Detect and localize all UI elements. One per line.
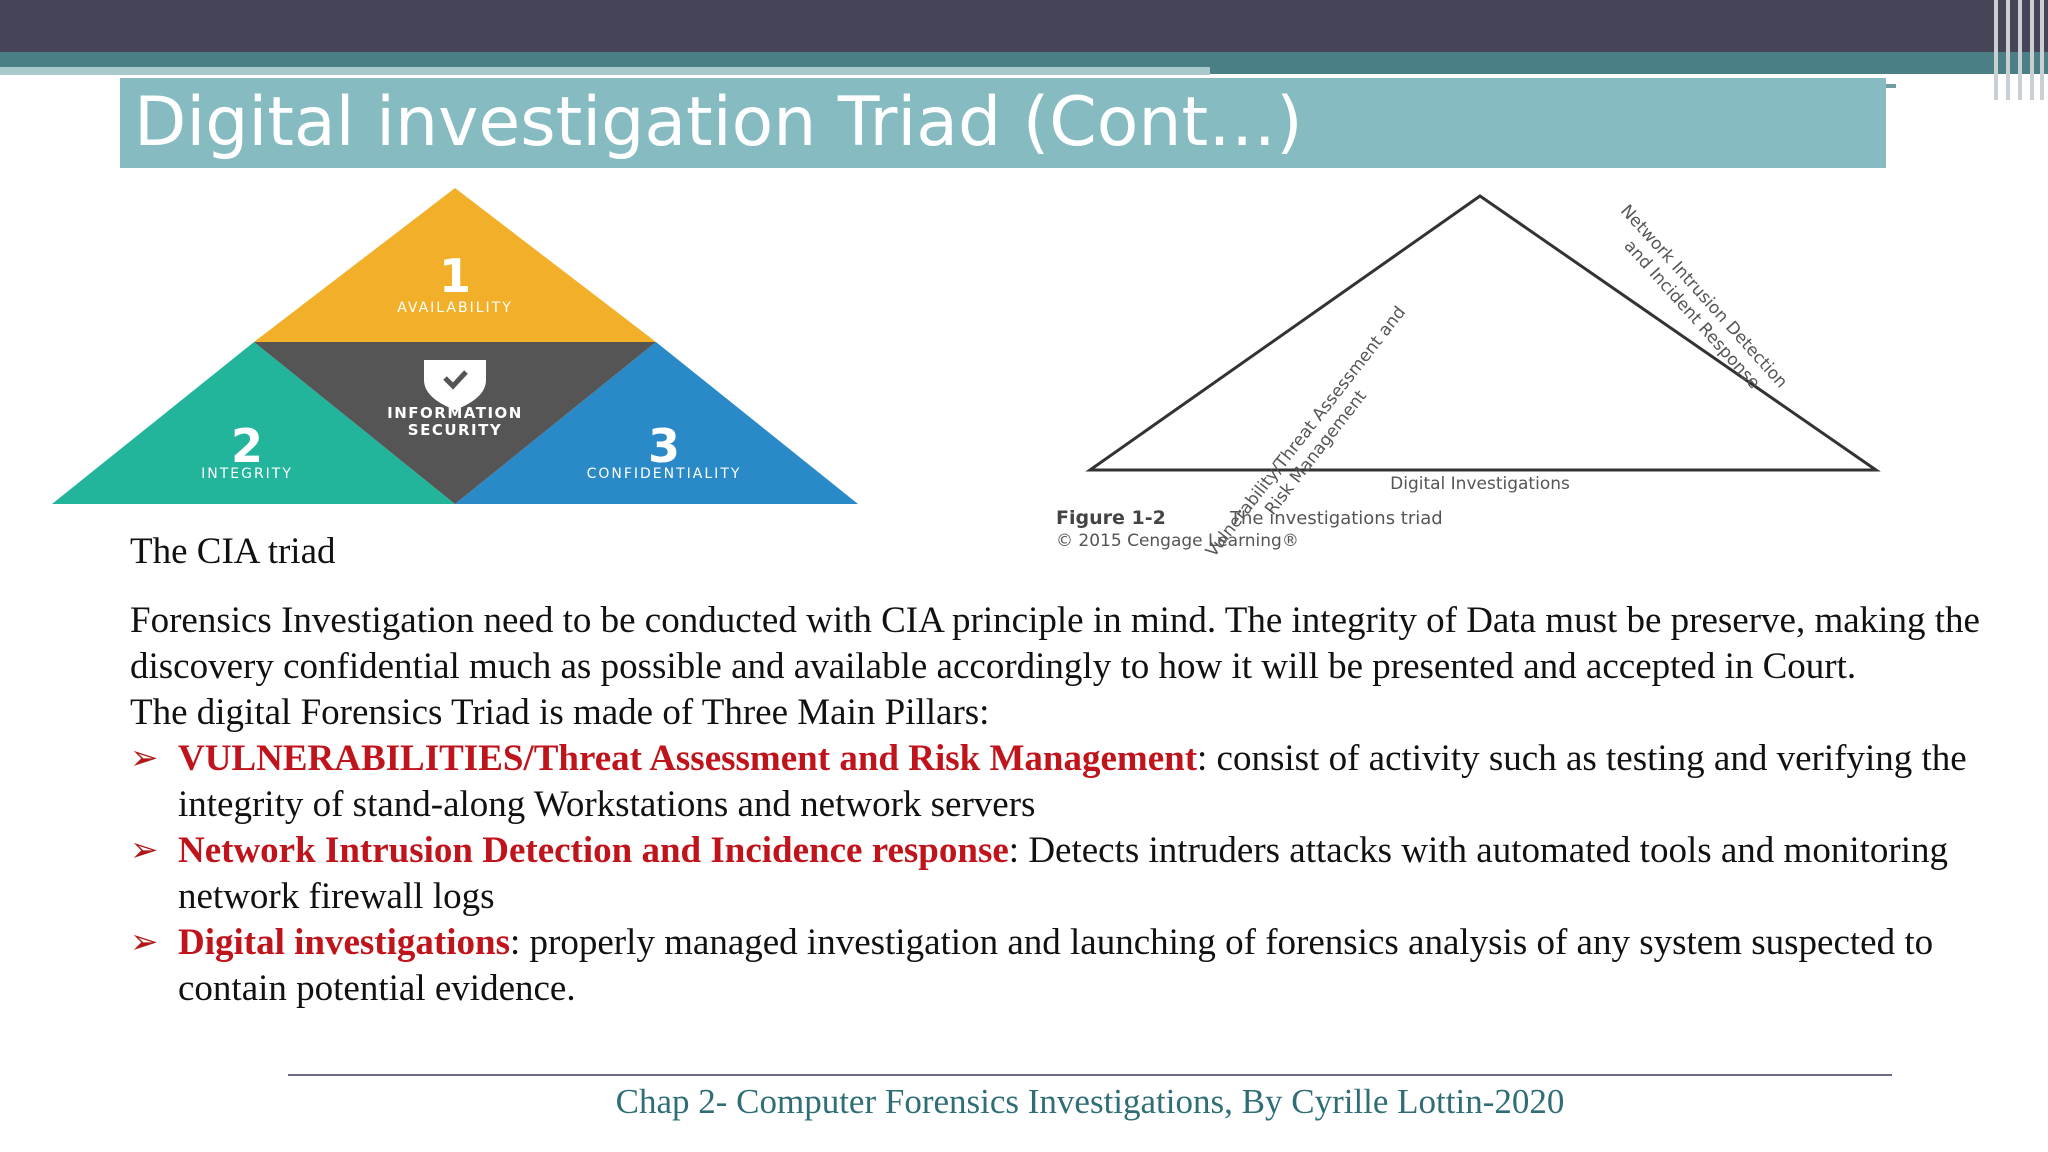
list-item: ➢ Network Intrusion Detection and Incide… bbox=[130, 828, 2000, 920]
info-security-label-1: INFORMATION bbox=[387, 404, 523, 422]
header-tick bbox=[1880, 84, 1896, 88]
list-item: ➢ Digital investigations: properly manag… bbox=[130, 920, 2000, 1012]
confidentiality-number: 3 bbox=[648, 419, 680, 473]
investigations-triad-figure: Vulnerability/Threat Assessment and Risk… bbox=[1056, 194, 1881, 560]
slide-title: Digital investigation Triad (Cont…) bbox=[134, 83, 1303, 162]
confidentiality-segment bbox=[455, 342, 858, 504]
figure-copyright: © 2015 Cengage Learning® bbox=[1056, 531, 1299, 551]
availability-label: AVAILABILITY bbox=[397, 300, 513, 316]
availability-number: 1 bbox=[439, 249, 471, 303]
footer-divider bbox=[288, 1074, 1892, 1076]
arrow-bullet-icon: ➢ bbox=[130, 832, 159, 869]
right-side-label-1: Network Intrusion Detection bbox=[1616, 201, 1791, 392]
information-security-segment bbox=[254, 342, 656, 504]
slide-body: Forensics Investigation need to be condu… bbox=[130, 598, 2000, 1012]
cia-caption: The CIA triad bbox=[130, 531, 336, 572]
pillar-list: ➢ VULNERABILITIES/Threat Assessment and … bbox=[130, 736, 2000, 1012]
confidentiality-label: CONFIDENTIALITY bbox=[587, 466, 742, 482]
arrow-bullet-icon: ➢ bbox=[130, 740, 159, 777]
triad-triangle bbox=[1085, 194, 1881, 472]
pillar-description: : properly managed investigation and lau… bbox=[178, 922, 1934, 1009]
title-bar: Digital investigation Triad (Cont…) bbox=[120, 78, 1886, 168]
pillar-description: : consist of activity such as testing an… bbox=[178, 738, 1967, 825]
pillar-term: Digital investigations bbox=[178, 922, 510, 963]
info-security-label-2: SECURITY bbox=[408, 421, 502, 439]
arrow-bullet-icon: ➢ bbox=[130, 924, 159, 961]
header-light-bar bbox=[0, 67, 1210, 75]
bottom-side-label: Digital Investigations bbox=[1390, 474, 1570, 494]
cia-triad-graphic: 1 AVAILABILITY INFORMATION SECURITY 2 IN… bbox=[52, 188, 858, 504]
right-side-label-2: and Incident Response bbox=[1620, 236, 1764, 393]
figure-number: Figure 1-2 bbox=[1056, 507, 1166, 529]
list-item: ➢ VULNERABILITIES/Threat Assessment and … bbox=[130, 736, 2000, 828]
pillar-description: : Detects intruders attacks with automat… bbox=[178, 830, 1948, 917]
shield-icon bbox=[424, 360, 486, 410]
pillar-term: VULNERABILITIES/Threat Assessment and Ri… bbox=[178, 738, 1198, 779]
header-stripes bbox=[1986, 0, 2048, 100]
paragraph-pillars-intro: The digital Forensics Triad is made of T… bbox=[130, 692, 990, 733]
header-dark-bar bbox=[0, 0, 2048, 52]
paragraph-cia-principle: Forensics Investigation need to be condu… bbox=[130, 600, 1980, 687]
integrity-number: 2 bbox=[231, 419, 263, 473]
figure-caption: The investigations triad bbox=[1229, 508, 1443, 529]
integrity-label: INTEGRITY bbox=[201, 466, 293, 482]
pillar-term: Network Intrusion Detection and Incidenc… bbox=[178, 830, 1009, 871]
footer-text: Chap 2- Computer Forensics Investigation… bbox=[615, 1082, 1565, 1121]
availability-segment bbox=[254, 188, 656, 342]
integrity-segment bbox=[52, 342, 455, 504]
